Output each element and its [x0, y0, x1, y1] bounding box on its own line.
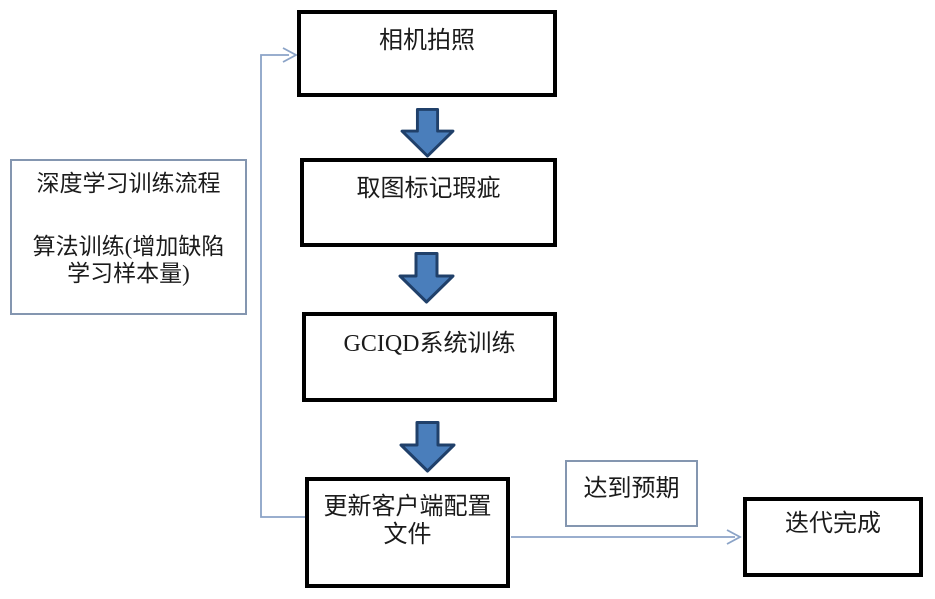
step-update-config-label-line2: 文件 — [383, 522, 432, 548]
result-done-label: 迭代完成 — [785, 511, 881, 537]
success-connector — [511, 529, 742, 545]
step-system-training-label: GCIQD系统训练 — [343, 331, 516, 357]
feedback-connector — [260, 47, 306, 518]
down-block-arrow-icon — [399, 108, 456, 163]
down-block-arrow-icon — [398, 252, 455, 309]
step-camera-box: 相机拍照 — [297, 10, 557, 97]
condition-expected-box: 达到预期 — [565, 460, 698, 527]
side-note-line: 算法训练(增加缺陷 — [32, 234, 225, 259]
side-note-line: 学习样本量) — [67, 261, 190, 286]
down-block-arrow-icon — [399, 421, 456, 478]
step-update-config-label-line1: 更新客户端配置 — [323, 494, 492, 520]
step-mark-defects-box: 取图标记瑕疵 — [300, 158, 557, 247]
result-done-box: 迭代完成 — [743, 497, 923, 577]
side-note-box: 深度学习训练流程 算法训练(增加缺陷 学习样本量) — [10, 159, 247, 315]
step-camera-label: 相机拍照 — [379, 28, 475, 54]
side-note-line: 深度学习训练流程 — [36, 171, 221, 196]
condition-expected-label: 达到预期 — [583, 476, 680, 502]
step-update-config-box: 更新客户端配置 文件 — [305, 477, 510, 588]
step-mark-defects-label: 取图标记瑕疵 — [356, 176, 501, 202]
step-system-training-box: GCIQD系统训练 — [302, 312, 557, 402]
